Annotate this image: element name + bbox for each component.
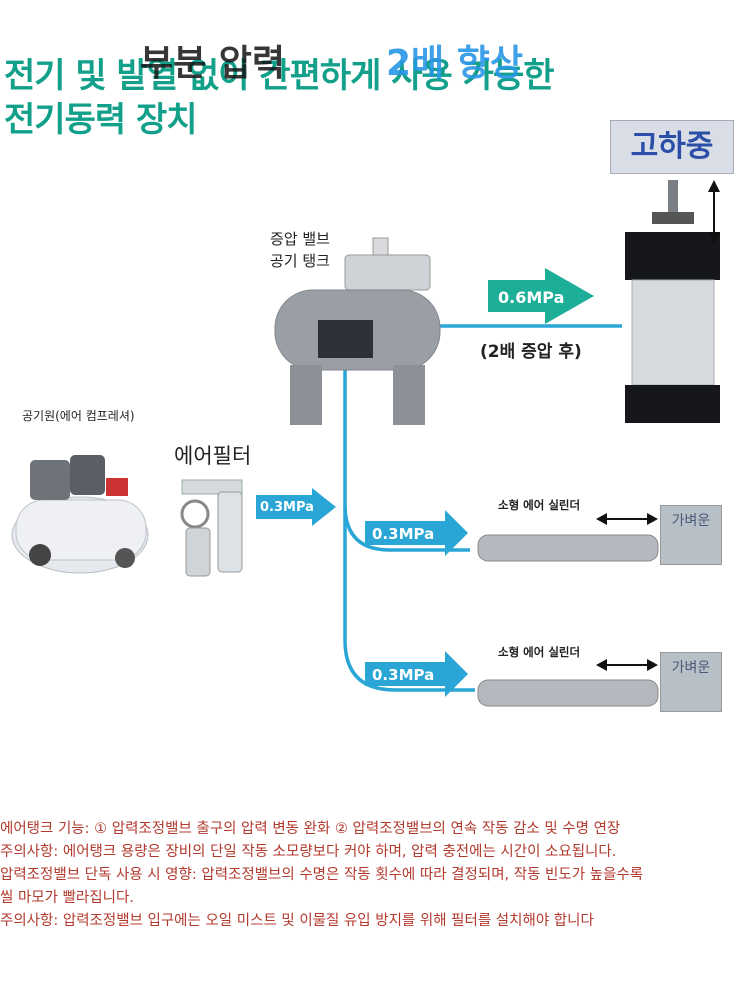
page-title-line1: 전기 및 발열 없이 간편하게 사용 가능한 (4, 56, 555, 96)
pressure-boosted: 0.6MPa (498, 288, 565, 307)
air-pipes (343, 324, 622, 692)
label-air-tank: 공기 탱크 (270, 252, 330, 270)
light-load-box-1: 가벼운 (660, 505, 722, 565)
light-load-box-2: 가벼운 (660, 652, 722, 712)
note-line: 주의사항: 에어탱크 용량은 장비의 단일 작동 소모량보다 커야 하며, 압력… (0, 844, 617, 860)
small-cylinder-2-image (477, 679, 659, 707)
pressure-arrow-branch-2 (365, 651, 468, 697)
double-arrow-2 (596, 659, 658, 671)
high-load-box: 고하중 (610, 120, 734, 174)
up-down-arrow (708, 180, 720, 244)
pressure-arrow-boosted (488, 268, 594, 324)
double-arrow-1 (596, 513, 658, 525)
label-small-cylinder-1: 소형 에어 실린더 (498, 498, 581, 512)
note-line: 씰 마모가 빨라집니다. (0, 890, 134, 906)
air-compressor-image (11, 455, 149, 574)
small-cylinder-1-image (477, 534, 659, 562)
overlay-text-double: 2배 향상 (386, 43, 523, 84)
label-high-load: 고하중 (630, 129, 714, 164)
overlay-text-partial-pressure: 부분 압력 (140, 43, 286, 84)
page-title-line2: 전기동력 장치 (4, 100, 198, 140)
note-line: 압력조정밸브 단독 사용 시 영향: 압력조정밸브의 수명은 작동 횟수에 따라… (0, 867, 644, 883)
pressure-boosted-note: (2배 증압 후) (480, 342, 582, 362)
notes-section: 에어탱크 기능: ① 압력조정밸브 출구의 압력 변동 완화 ② 압력조정밸브의… (0, 818, 750, 933)
pressure-arrow-filter (256, 488, 336, 526)
pressure-arrow-branch-1 (365, 510, 468, 556)
pressure-filter-out: 0.3MPa (260, 500, 314, 515)
label-light-load-2: 가벼운 (671, 660, 711, 676)
air-filter-image (180, 479, 243, 577)
label-booster-valve: 증압 밸브 (270, 230, 330, 248)
large-cylinder-image (625, 180, 720, 423)
pipe-branch-2 (343, 505, 475, 692)
label-air-filter: 에어필터 (174, 444, 252, 468)
note-line: 에어탱크 기능: ① 압력조정밸브 출구의 압력 변동 완화 ② 압력조정밸브의… (0, 821, 621, 837)
pressure-branch-2: 0.3MPa (372, 666, 435, 684)
label-light-load-1: 가벼운 (671, 513, 711, 529)
label-small-cylinder-2: 소형 에어 실린더 (498, 645, 581, 659)
label-air-source: 공기원(에어 컴프레셔) (22, 409, 135, 423)
booster-tank-image (274, 237, 441, 425)
note-line: 주의사항: 압력조정밸브 입구에는 오일 미스트 및 이물질 유입 방지를 위해… (0, 913, 594, 929)
pressure-branch-1: 0.3MPa (372, 525, 435, 543)
